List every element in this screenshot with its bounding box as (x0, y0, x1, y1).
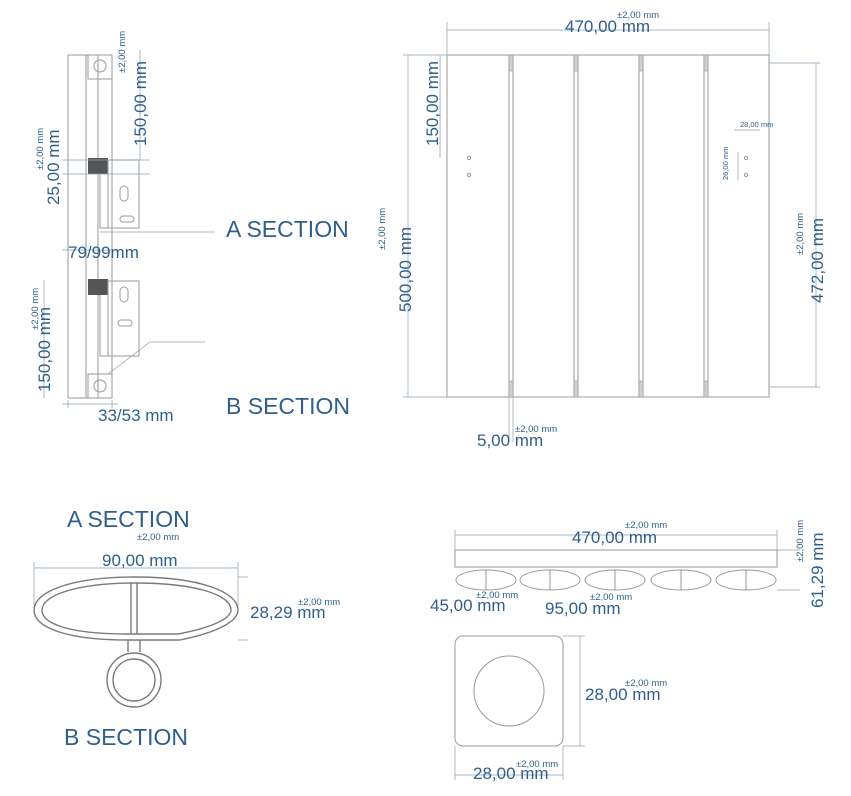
plate-width-tolerance: ±2,00 mm (516, 759, 558, 770)
section-a-tolerance: ±2,00 mm (137, 532, 179, 543)
side-bracket-height: 25,00 mm (44, 129, 63, 205)
section-a-title: A SECTION (67, 506, 190, 532)
plate-height-tolerance: ±2,00 mm (625, 678, 667, 689)
front-bracket-from-top: 150,00 mm (423, 61, 442, 146)
front-gap: 5,00 mm (477, 431, 543, 450)
plate-height: 28,00 mm (585, 685, 661, 704)
side-bottom-tolerance: ±2,00 mm (30, 288, 41, 330)
section-a-height-tolerance: ±2,00 mm (298, 597, 340, 608)
top-view: ±2,00 mm 470,00 mm ±2,00 mm 61,29 mm ±2,… (430, 520, 827, 618)
a-section-label: A SECTION (226, 216, 349, 242)
lower-bracket-clamp (88, 279, 108, 295)
side-bracket-tolerance: ±2,00 mm (35, 128, 46, 170)
front-gap-tolerance: ±2,00 mm (515, 424, 557, 435)
front-height-tolerance: ±2,00 mm (377, 208, 388, 250)
front-width-tolerance: ±2,00 mm (617, 10, 659, 21)
upper-bracket-clamp (88, 158, 108, 174)
top-depth: 61,29 mm (808, 532, 827, 608)
top-width-tolerance: ±2,00 mm (625, 520, 667, 531)
front-bracket-hole-spacing: 26,00 mm (721, 147, 730, 180)
front-height: 500,00 mm (396, 227, 415, 312)
front-width: 470,00 mm (565, 17, 650, 36)
side-top-tolerance: ±2,00 mm (117, 31, 128, 73)
side-top-offset: 150,00 mm (131, 61, 150, 146)
section-profile: A SECTION ±2,00 mm 90,00 mm ±2,00 mm 28,… (33, 506, 340, 750)
front-bracket-spacing: 28,00 mm (740, 120, 773, 129)
mounting-plate: ±2,00 mm 28,00 mm ±2,00 mm 28,00 mm (454, 635, 667, 783)
top-depth-tolerance: ±2,00 mm (795, 520, 806, 562)
side-depth: 79/99mm (68, 243, 139, 262)
side-bottom-offset: 150,00 mm (35, 307, 54, 392)
front-rail-height: 472,00 mm (808, 218, 827, 303)
b-section-label: B SECTION (226, 393, 350, 419)
top-width: 470,00 mm (572, 528, 657, 547)
section-a-width: 90,00 mm (102, 551, 178, 570)
section-b-title: B SECTION (64, 724, 188, 750)
top-gap-tolerance: ±2,00 mm (476, 590, 518, 601)
top-pitch-tolerance: ±2,00 mm (590, 592, 632, 603)
front-view: ±2,00 mm 470,00 mm 150,00 mm ±2,00 mm 50… (377, 10, 827, 450)
top-tube-pitch: 95,00 mm (545, 599, 621, 618)
side-wall-gap: 33/53 mm (98, 406, 174, 425)
side-view: ±2,00 mm 150,00 mm ±2,00 mm 25,00 mm 79/… (30, 31, 350, 425)
front-rail-tolerance: ±2,00 mm (795, 213, 806, 255)
plate-width: 28,00 mm (473, 764, 549, 783)
section-a-height: 28,29 mm (250, 603, 326, 622)
top-tube-gap: 45,00 mm (430, 596, 506, 615)
